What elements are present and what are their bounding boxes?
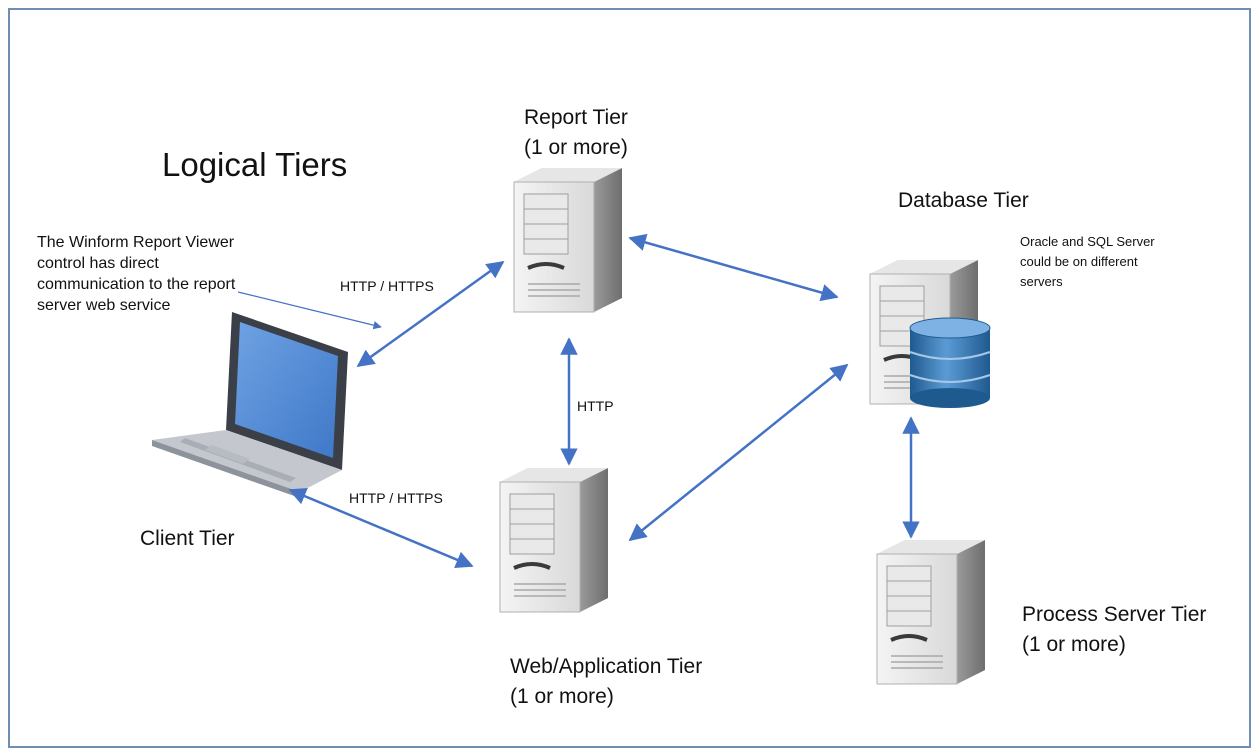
connection-arrows [237, 233, 920, 569]
web-server-icon [498, 466, 610, 614]
process-tier-label: Process Server Tier (1 or more) [1022, 600, 1206, 660]
client-web-protocol-label: HTTP / HTTPS [349, 490, 443, 506]
web-tier-count: (1 or more) [510, 685, 614, 708]
winform-note: The Winform Report Viewer control has di… [37, 234, 236, 314]
report-tier-label: Report Tier (1 or more) [524, 103, 628, 163]
report-tier-name: Report Tier [524, 106, 628, 129]
database-cylinder-icon [909, 317, 991, 408]
client-report-protocol-label: HTTP / HTTPS [340, 278, 434, 294]
arrow-web-database [628, 363, 849, 542]
client-tier-label: Client Tier [140, 527, 235, 550]
note-pointer-line [237, 291, 382, 330]
arrow-client-report [356, 260, 505, 368]
web-tier-label: Web/Application Tier (1 or more) [510, 652, 702, 712]
process-tier-name: Process Server Tier [1022, 603, 1207, 626]
report-server-icon [512, 166, 624, 314]
report-web-protocol-label: HTTP [577, 398, 614, 414]
laptop-icon [152, 312, 348, 498]
database-note: Oracle and SQL Server could be on differ… [1020, 234, 1155, 289]
diagram-title: Logical Tiers [162, 146, 348, 183]
diagram-canvas: Logical Tiers Report Tier (1 or more) Da… [8, 8, 1251, 748]
web-tier-name: Web/Application Tier [510, 655, 703, 678]
process-tier-count: (1 or more) [1022, 633, 1126, 656]
arrow-client-web [288, 487, 474, 569]
report-tier-count: (1 or more) [524, 136, 628, 159]
diagram-svg [152, 166, 991, 686]
database-tier-label: Database Tier [898, 189, 1029, 212]
arrow-report-database [628, 233, 839, 302]
process-server-icon [875, 538, 987, 686]
